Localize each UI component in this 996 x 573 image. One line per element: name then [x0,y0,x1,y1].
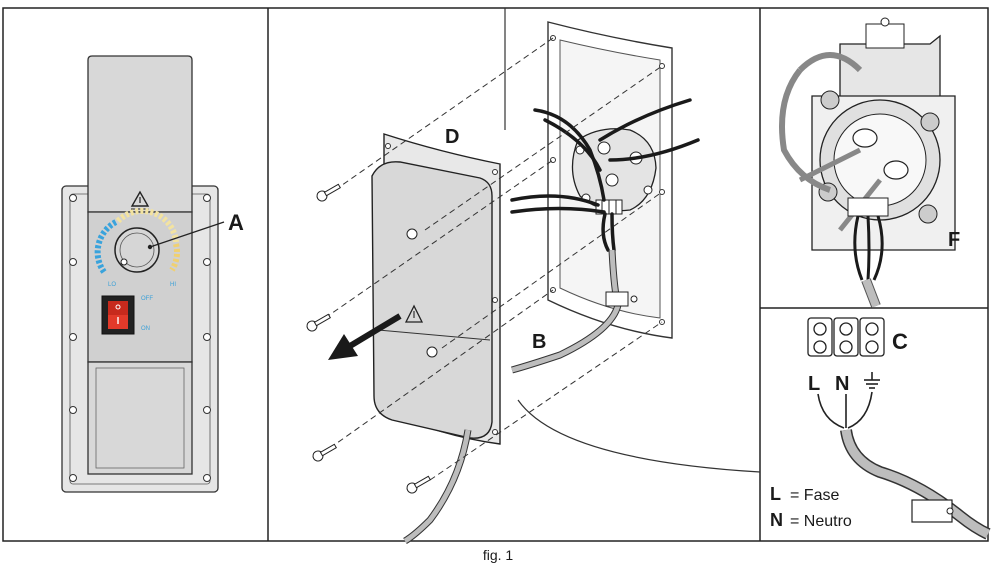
control-panel-illustration: LO HI OFF ON A [61,55,244,493]
switch-off-label: OFF [141,296,153,302]
temperature-knob [114,227,160,273]
frame-borders [2,7,989,542]
power-switch [101,295,135,335]
thermostat-detail-illustration: F [779,17,960,308]
heating-element-flange [571,128,657,215]
legend-text-l: = Fase [790,487,839,504]
legend-key-n: N [770,510,783,530]
dial-hi-label: HI [170,282,176,288]
callout-b: B [532,331,546,353]
legend-key-l: L [770,484,781,504]
plate-screws [69,194,211,482]
dial-scale [94,208,181,274]
figure-caption: fig. 1 [483,547,514,563]
legend-text-n: = Neutro [790,513,852,530]
callout-f: F [948,229,960,251]
terminal-block-illustration: C L N L = Fase N = Neutro [770,317,991,540]
terminal-block [807,317,885,357]
loose-screws [306,183,432,494]
dial-lo-label: LO [108,282,116,288]
earth-ground-icon [864,372,880,389]
callout-c: C [892,329,908,354]
switch-on-label: ON [141,326,150,332]
terminal-label-n: N [835,373,849,395]
leader-line-a [149,221,225,248]
removal-arrow-icon [328,313,402,360]
exploded-view-illustration: D B [306,8,761,545]
callout-d: D [445,126,459,148]
wiring-legend: L = Fase N = Neutro [770,484,852,530]
terminal-label-l: L [808,373,820,395]
callout-a: A [228,210,244,235]
